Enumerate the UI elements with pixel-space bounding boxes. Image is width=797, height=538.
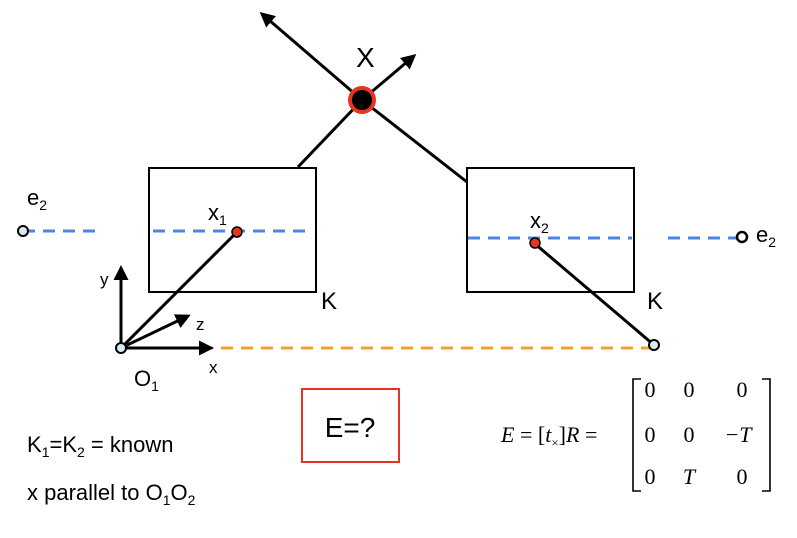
matrix-cell: T [683,464,697,489]
matrix-bracket-right [762,378,771,492]
label-point-x: X [356,42,375,73]
label-o1: O1 [134,366,159,394]
camera-center-o2 [648,339,660,351]
matrix-cell: 0 [645,377,656,402]
label-axis-y: y [100,270,109,289]
image-point-x1 [231,226,243,238]
label-e2-right: e2 [756,222,776,250]
epipole-e2-right [735,230,749,244]
ray-x-to-right-plane [361,98,468,184]
matrix-cell: 0 [684,377,695,402]
matrix-cell: −T [724,422,753,447]
label-axis-z: z [196,315,205,334]
world-point-x [348,86,376,114]
axis-z-arrow [120,314,191,350]
epipole-e2-left [17,225,29,237]
ray-o2-to-x2 [533,241,655,347]
formula-lhs: E = [t×]R = [500,422,597,450]
matrix-cell: 0 [737,377,748,402]
label-k-left: K [321,288,337,315]
matrix-cell: 0 [645,422,656,447]
camera-center-o1 [115,342,127,354]
ray-x-to-upper-left [259,12,363,102]
note-calibration: K1=K2 = known [27,432,173,460]
right-image-plane [466,167,635,293]
note-parallel: x parallel to O1O2 [27,480,196,508]
label-k-right: K [647,288,663,315]
label-axis-x: x [209,358,218,377]
image-point-x2 [529,237,541,249]
essential-matrix-formula: E = [t×]R = 0 0 0 0 0 −T 0 T 0 [500,377,771,492]
left-image-plane [148,167,317,293]
question-box [301,388,400,463]
label-x2: x2 [530,208,549,236]
ray-o1-to-x1 [119,230,239,350]
ray-x-to-left-plane [296,98,364,169]
matrix-cell: 0 [645,464,656,489]
question-label: E=? [325,412,376,443]
label-x1: x1 [208,200,227,228]
label-e2-left: e2 [27,185,47,213]
matrix-bracket-left [632,378,641,492]
matrix-cell: 0 [684,422,695,447]
matrix-cell: 0 [737,464,748,489]
